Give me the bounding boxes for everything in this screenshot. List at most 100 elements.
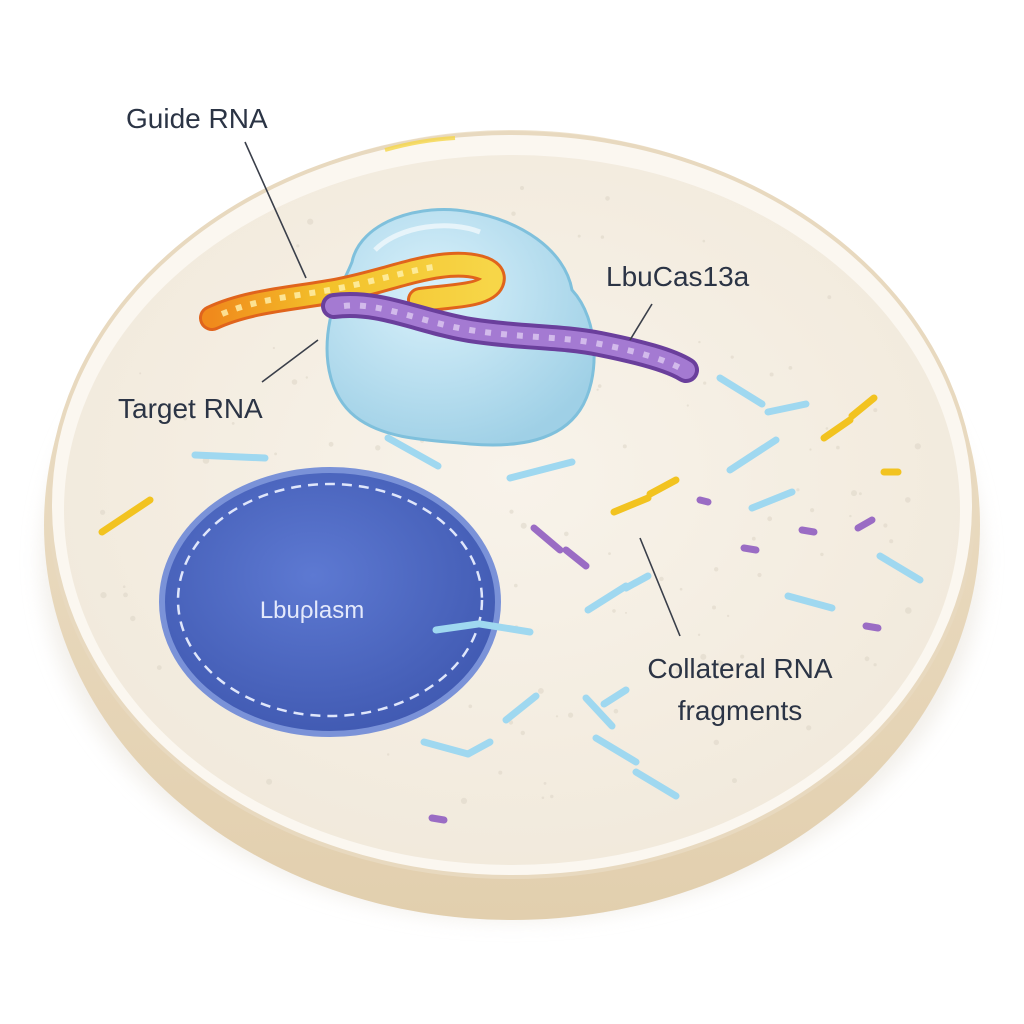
speckle xyxy=(541,796,545,800)
rna-fragment xyxy=(464,738,494,758)
speckle xyxy=(509,509,514,514)
guide-rna-leader xyxy=(244,141,307,279)
speckle xyxy=(679,587,683,591)
speckle xyxy=(769,372,774,377)
speckle xyxy=(328,441,334,447)
speckle xyxy=(767,516,773,522)
rna-fragment xyxy=(420,738,472,758)
speckle xyxy=(520,730,525,736)
speckle xyxy=(543,782,547,785)
rna-fragment xyxy=(506,458,576,482)
speckle xyxy=(387,753,390,756)
rna-fragment xyxy=(748,488,796,512)
speckle xyxy=(809,448,812,451)
speckle xyxy=(740,654,745,659)
speckle xyxy=(130,615,136,622)
speckle xyxy=(713,739,719,746)
rna-fragment xyxy=(876,552,924,584)
rna-fragment xyxy=(610,494,652,516)
speckle xyxy=(806,725,812,731)
rna-fragment xyxy=(622,572,652,592)
rna-fragment xyxy=(862,622,882,632)
collateral-label-line2: fragments xyxy=(678,695,803,726)
speckle xyxy=(123,592,128,598)
speckle xyxy=(100,509,106,515)
speckle xyxy=(498,770,503,775)
membrane-highlight xyxy=(384,136,456,152)
rna-fragment xyxy=(716,374,766,408)
speckle xyxy=(139,372,142,375)
rna-fragment xyxy=(432,620,482,634)
speckle xyxy=(825,427,829,430)
speckle xyxy=(375,445,381,451)
speckle xyxy=(883,523,888,528)
rna-fragment xyxy=(428,814,448,824)
target-rna-leader xyxy=(261,339,319,383)
rna-fragment xyxy=(646,476,680,498)
speckle xyxy=(291,379,298,385)
rna-fragment xyxy=(584,582,630,614)
rna-fragment xyxy=(600,686,630,708)
speckle xyxy=(827,295,832,300)
speckle xyxy=(613,708,619,714)
speckle xyxy=(697,633,701,636)
speckle xyxy=(859,492,862,496)
speckle xyxy=(659,576,664,582)
speckle xyxy=(889,539,894,544)
leader-lines xyxy=(244,141,681,637)
speckle xyxy=(514,583,518,588)
speckle xyxy=(914,443,921,450)
rna-fragment xyxy=(98,496,154,536)
speckle xyxy=(849,514,852,518)
speckle xyxy=(568,712,574,718)
nucleus: Lbuρlasm xyxy=(159,467,501,737)
speckle xyxy=(698,340,701,344)
guide-rna-label: Guide RNA xyxy=(126,103,268,134)
target-rna-bases xyxy=(343,302,682,371)
collateral-rna-fragments xyxy=(98,374,924,824)
speckle xyxy=(596,388,599,391)
speckle xyxy=(511,211,516,216)
speckle xyxy=(577,234,581,238)
speckle xyxy=(675,666,682,674)
speckle xyxy=(100,592,107,599)
speckle xyxy=(873,663,877,667)
speckle xyxy=(555,715,559,718)
speckle xyxy=(307,218,314,225)
speckle xyxy=(905,607,912,614)
rna-fragment xyxy=(582,694,616,730)
speckle xyxy=(231,422,235,425)
speckle xyxy=(751,536,756,541)
speckle xyxy=(608,552,611,555)
speckle xyxy=(716,660,724,667)
speckle xyxy=(538,688,544,694)
rna-fragment xyxy=(592,734,640,766)
speckle xyxy=(796,488,800,492)
speckle xyxy=(873,408,878,413)
guide-rna-strand xyxy=(199,251,506,331)
rna-fragment xyxy=(726,436,780,474)
rna-fragment xyxy=(502,692,540,724)
rna-fragment xyxy=(476,620,534,636)
speckle xyxy=(612,609,616,613)
speckle xyxy=(266,778,273,785)
rna-fragment xyxy=(848,394,878,420)
speckle xyxy=(864,656,870,662)
speckle xyxy=(305,376,308,379)
speckle xyxy=(519,185,525,191)
rna-fragment xyxy=(562,546,590,570)
speckle xyxy=(274,452,277,456)
speckle xyxy=(905,497,911,503)
enzyme-lobe-highlight xyxy=(373,223,481,252)
speckle xyxy=(272,346,275,350)
speckle xyxy=(460,797,468,805)
speckle xyxy=(820,552,824,557)
speckle xyxy=(726,614,730,618)
speckle xyxy=(605,196,610,201)
speckle xyxy=(788,366,793,370)
speckle xyxy=(836,445,840,450)
speckle xyxy=(732,778,737,784)
speckle xyxy=(564,531,569,537)
speckle xyxy=(714,567,719,572)
